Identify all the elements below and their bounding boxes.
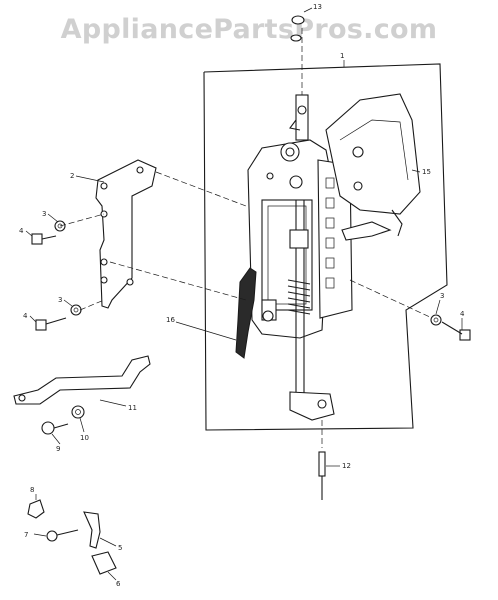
wire-harness [235,267,257,359]
assembly-frame [203,63,448,431]
callout-7: 7 [24,531,28,539]
callout-3-lower: 3 [58,296,62,304]
callout-11: 11 [128,404,137,412]
top-nut [290,15,305,42]
screw-washer-right [430,314,471,341]
watermark-text: AppliancePartsPros.com [60,14,438,45]
screw-washer-lower-left [35,304,82,331]
callout-5: 5 [118,544,122,552]
callout-12: 12 [342,462,351,470]
callout-1: 1 [340,52,344,60]
callout-16: 16 [166,316,175,324]
callout-2: 2 [70,172,74,180]
callout-13: 13 [313,3,322,11]
callout-6: 6 [116,580,121,588]
needle-bar-assembly [247,94,392,421]
callout-4-upper: 4 [19,227,24,235]
lower-small-parts [27,499,117,575]
take-up-cover [325,93,421,237]
callout-10: 10 [80,434,89,442]
leader-lines [25,7,463,581]
alignment-lines [59,28,433,448]
callout-15: 15 [422,168,431,176]
callout-8: 8 [30,486,34,494]
lever-arm [13,355,151,405]
callout-labels: 1 2 3 4 3 4 3 4 5 6 7 8 9 10 11 12 13 15… [19,3,465,588]
callout-3-right: 3 [440,292,444,300]
needle [318,451,326,500]
callout-9: 9 [56,445,60,453]
callout-3-upper: 3 [42,210,46,218]
screw-and-washer [41,405,85,435]
mounting-bracket [95,159,157,309]
callout-4-lower: 4 [23,312,28,320]
screw-washer-upper-left [31,220,66,245]
callout-4-right: 4 [460,310,465,318]
